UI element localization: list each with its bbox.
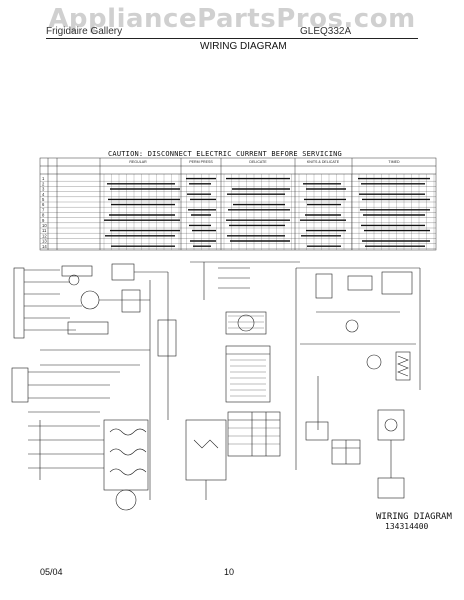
cycling-thermostat <box>347 275 373 291</box>
temp-table <box>227 411 281 457</box>
motor-timer-schematic <box>11 263 227 511</box>
timer-motor-symbol <box>366 354 382 370</box>
cycle-header: DELICATE <box>249 160 267 164</box>
cycle-header-labels: REGULAR PERM PRESS DELICATE KNITS & DELI… <box>129 160 400 164</box>
motor-symbol <box>115 489 137 511</box>
cycle-header: PERM PRESS <box>189 160 213 164</box>
page-number: 10 <box>224 567 235 577</box>
heater-relay <box>67 321 109 335</box>
timer-chart <box>39 157 437 251</box>
header-rule <box>46 38 418 39</box>
terminal-block <box>13 267 25 339</box>
timer-tick-columns <box>103 174 435 250</box>
drive-motor-symbol <box>80 290 100 310</box>
electric-heater-block <box>377 477 405 499</box>
timer-contact-bars <box>104 177 430 247</box>
timer-row-lines <box>40 181 436 249</box>
timer-row-number: 1 <box>42 176 45 181</box>
timer-row-number: 3 <box>42 187 45 192</box>
model-number: GLEQ332A <box>300 26 352 37</box>
door-switch <box>111 263 135 281</box>
timer-row-number: 14 <box>42 244 47 249</box>
timer-row-number: 13 <box>42 239 47 244</box>
cycle-header: TIMED <box>388 160 400 164</box>
timer-row-number: 12 <box>42 233 47 238</box>
brand-name: Frigidaire Gallery <box>46 26 123 37</box>
timer-row-number: 8 <box>42 213 45 218</box>
part-number: 134314400 <box>385 522 429 531</box>
motor-windings <box>103 419 149 491</box>
buzzer <box>345 319 359 333</box>
timer-row-number: 4 <box>42 192 45 197</box>
thermostat <box>157 319 177 357</box>
caution-notice: CAUTION: DISCONNECT ELECTRIC CURRENT BEF… <box>108 150 342 158</box>
cycle-header: REGULAR <box>129 160 147 164</box>
timer-row-number: 11 <box>42 228 47 233</box>
control-board-schematic <box>190 261 300 457</box>
motor-centrifugal-switch <box>377 409 405 441</box>
heater-element <box>395 351 411 381</box>
timer-row-number: 9 <box>42 218 45 223</box>
page-title: WIRING DIAGRAM <box>200 41 287 52</box>
heater-schematic <box>295 267 421 499</box>
timer-motor <box>11 367 29 403</box>
site-watermark: AppliancePartsPros.com <box>48 4 416 34</box>
timer-row-number: 6 <box>42 202 45 207</box>
timer-chart-frame <box>39 157 437 251</box>
diagram-label: WIRING DIAGRAM <box>376 512 452 522</box>
hi-limit-thermostat <box>315 273 333 299</box>
legend-box <box>225 345 271 403</box>
timer-row-number: 2 <box>42 181 45 186</box>
start-switch <box>68 274 80 286</box>
switch-legend-table <box>305 421 329 441</box>
timer-row-number: 10 <box>42 223 47 228</box>
inset-schematic <box>185 419 227 481</box>
timer-row-number: 5 <box>42 197 45 202</box>
timer-row-number: 7 <box>42 207 45 212</box>
heater-relay-box <box>381 271 413 295</box>
cycle-header: KNITS & DELICATE <box>307 160 340 164</box>
console-board <box>225 311 267 335</box>
revision-date: 05/04 <box>40 567 63 577</box>
